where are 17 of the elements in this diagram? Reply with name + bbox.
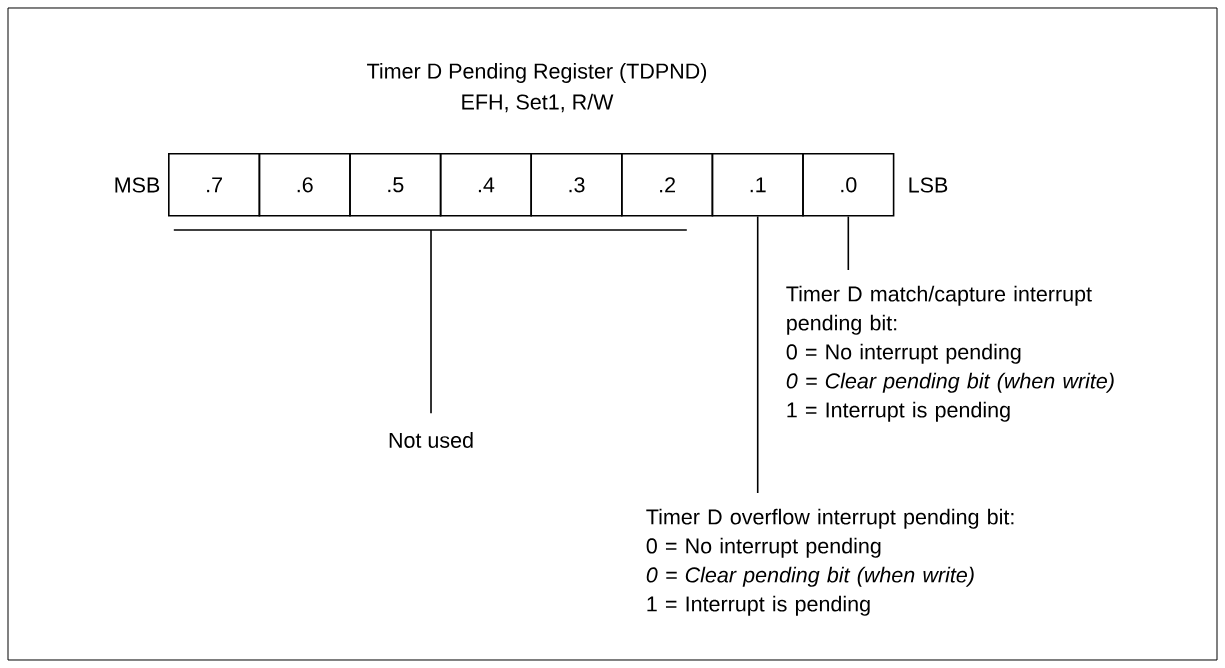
description-text: Timer D match/capture interrupt pending bit: 0 = No interrupt pending 0 = Clear pending bit (when write) 1 = Interrupt is pending	[786, 285, 1114, 422]
leader-line	[430, 229, 432, 415]
bit-cell: .0	[802, 153, 895, 217]
bit-cell: .4	[439, 153, 532, 217]
msb-label: MSB	[115, 177, 160, 193]
leader-line	[756, 215, 759, 494]
description-text: Timer D overflow interrupt pending bit: 0 = No interrupt pending 0 = Clear pending bit (when write) 1 = Interrupt is pending	[646, 508, 1014, 616]
bit-cell: .6	[258, 153, 351, 217]
bit-cell: .7	[168, 153, 261, 217]
bit-cell: .5	[349, 153, 442, 217]
caption-text: Not used	[389, 432, 473, 448]
subtitle: EFH, Set1, R/W	[462, 93, 614, 113]
title: Timer D Pending Register (TDPND)	[367, 63, 707, 83]
leader-line	[847, 215, 850, 271]
bit-cell: .2	[621, 153, 714, 217]
bit-cell: .1	[711, 153, 804, 217]
bit-cell: .3	[530, 153, 623, 217]
